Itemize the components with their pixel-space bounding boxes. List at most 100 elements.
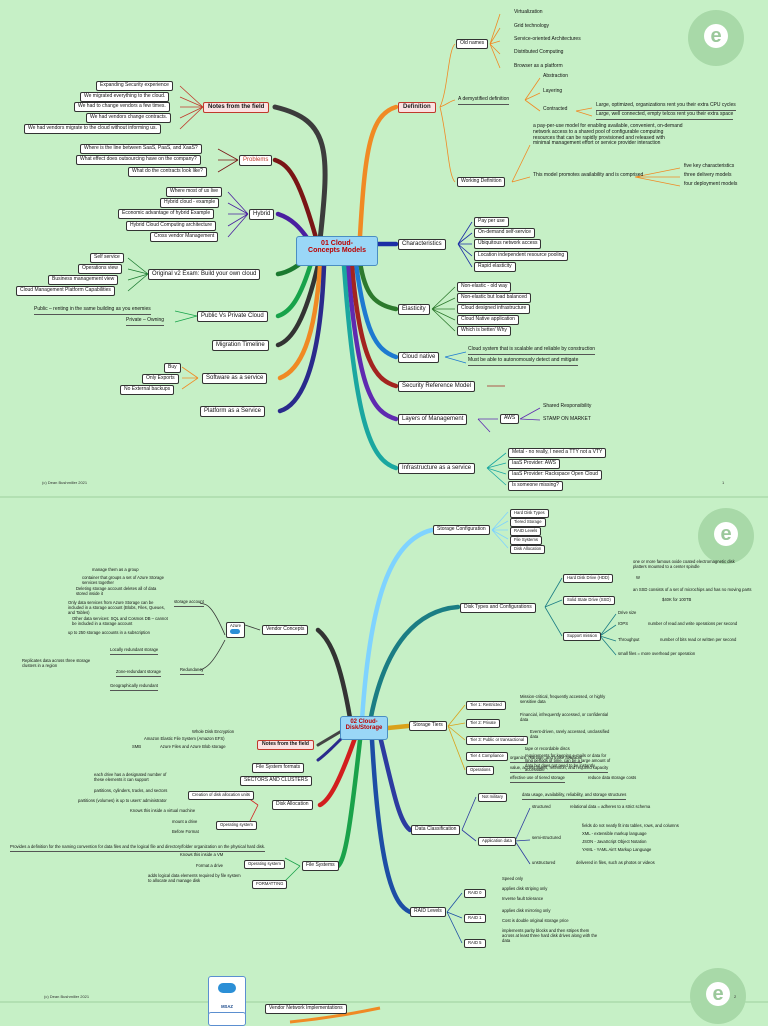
old-name-item: Distributed Computing [514,49,564,55]
vendor-concepts-node[interactable]: Vendor Concepts [262,625,309,635]
tier-node[interactable]: Tier 2: Private [466,719,500,728]
tier-text: Financial, infrequently accessed, or con… [520,712,608,722]
fs-os-item: Format a drive [196,863,223,868]
azure-node[interactable]: Azure [226,622,245,638]
tier-node[interactable]: Tier 4 Compliance [466,752,508,761]
migration-timeline-node[interactable]: Migration Timeline [212,340,269,351]
storage-config-item: Disk Allocation [510,545,546,554]
demystified-node[interactable]: A demystified definition [458,96,510,105]
data-classification-node[interactable]: Data Classification [411,825,461,835]
demystified-item: Contracted [543,106,568,112]
hybrid-node[interactable]: Hybrid [249,209,275,220]
operating-system-node[interactable]: Operating system [216,821,257,830]
characteristics-node[interactable]: Characteristics [398,239,446,250]
contracted-item: Large, optimized, organizations rent you… [596,102,736,111]
semi-item: JSON - JavaScript Object Notation [582,839,647,844]
disk-allocation-node[interactable]: Disk Allocation [272,800,313,810]
raid-level-node[interactable]: RAID 5 [464,939,486,948]
iops-text: number of read and write operations per … [648,621,738,626]
fs-operating-system-node[interactable]: Operating system [244,860,285,869]
saas-item: No External backups [120,385,175,395]
disk-types-node[interactable]: Disk Types and Configurations [460,603,536,613]
definition-node[interactable]: Definition [398,102,436,113]
tier-node[interactable]: Tier 1: Restricted [466,701,506,710]
file-systems-node[interactable]: File Systems [302,861,339,871]
elasticity-item: Non-elastic but load balanced [457,293,531,303]
old-names-node[interactable]: Old names [456,39,489,49]
problems-node[interactable]: Problems [239,155,273,166]
raid-level-node[interactable]: RAID 1 [464,914,486,923]
characteristic-item: Rapid elasticity [474,262,516,272]
characteristic-item: Location independent resource pooling [474,251,569,261]
reduce-costs-text: reduce data storage costs [588,775,637,780]
vendor-network-node[interactable]: Vendor Network Implementations [265,1004,347,1014]
exam-node[interactable]: Original v2 Exam: Build your own cloud [148,269,261,280]
raid-level-node[interactable]: RAID 0 [464,889,486,898]
exam-item: Cloud Management Platform Capabilities [16,286,115,296]
security-reference-model-node[interactable]: Security Reference Model [398,381,476,392]
raid-item: implements parity blocks and then stripe… [502,928,598,943]
saas-item: Only Exports [142,374,179,384]
raid-item: Inverse fault tolerance [502,896,544,901]
characteristic-item: Pay per use [474,217,509,227]
ssd-node[interactable]: Solid State Drive (SSD) [563,596,615,605]
not-military-node[interactable]: Not military [478,793,507,802]
formatting-node[interactable]: FORMATTING [252,880,288,889]
redundancy-item: Zone-redundant storage [116,669,161,677]
semi-item: XML - extensible markup language [582,831,647,836]
hdd-node[interactable]: Hard Disk Drive (HDD) [563,574,614,583]
alloc-units-node[interactable]: Creation of disk allocation units [188,791,254,800]
storage-tiers-node[interactable]: Storage Tiers [409,721,447,731]
sectors-clusters-node[interactable]: SECTORS AND CLUSTERS [240,776,312,786]
tier-node[interactable]: Operations [466,766,495,775]
raid-item: Cost is double original storage price [502,918,569,923]
cloud-native-node[interactable]: Cloud native [398,352,440,363]
pvp-item: Public – renting in the same building as… [34,306,151,315]
characteristic-item: Ubiquitous network access [474,239,542,249]
notes-from-field-node[interactable]: Notes from the field [257,740,314,750]
tier-node[interactable]: Tier 3: Public or transactional [466,736,529,745]
elasticity-node[interactable]: Elasticity [398,304,430,315]
watermark-logo-icon: e [690,968,746,1024]
raid-item: applies disk mirroring only [502,908,551,913]
storage-configuration-node[interactable]: Storage Configuration [433,525,490,535]
semistructured-label: semi-structured [532,835,561,840]
alloc-item: partitions (volumes) is up to users' adm… [78,798,167,803]
iaas-node[interactable]: Infrastructure as a service [398,463,476,474]
notes-from-field-node[interactable]: Notes from the field [203,102,270,113]
raid-item: applies disk striping only [502,886,548,891]
old-name-item: Grid technology [514,23,550,29]
application-data-node[interactable]: Application data [478,837,516,846]
fs-os-item: Knows this inside a VM [180,852,224,857]
support-mission-node[interactable]: Support mission [563,632,602,641]
note-item: We had vendors change contracts. [86,113,172,123]
file-system-formats-node[interactable]: File System formats [252,763,305,773]
central-topic: 02 Cloud- Disk/Storage [340,716,388,740]
platform-as-service-node[interactable]: Platform as a Service [200,406,266,417]
public-vs-private-node[interactable]: Public Vs Private Cloud [197,311,268,322]
iaas-item: IaaS Provider: Rackspace Open Cloud [508,470,602,480]
iaas-item: IaaS Provider: AWS [508,459,560,469]
software-as-service-node[interactable]: Software as a service [202,373,268,384]
layers-of-management-node[interactable]: Layers of Management [398,414,468,425]
msaz-label: MSAZ [221,1004,233,1009]
operations-item-1: organize, manage, and make available [510,755,582,763]
alloc-item: partitions, cylinders, tracks, and secto… [94,788,168,793]
storage-account-item: up to 250 storage accounts in a subscrip… [68,630,150,635]
elasticity-item: Which is better/ Why [457,326,511,336]
elasticity-item: Cloud designed infrastructure [457,304,531,314]
aws-node[interactable]: AWS [500,414,520,424]
alloc-item: each drive has a designated number of th… [94,772,167,782]
working-definition-node[interactable]: Working Definition [457,177,506,187]
storage-account-item: container that groups a set of Azure Sto… [82,575,164,585]
old-name-item: Virtualization [514,9,543,15]
unstructured-text: delivered in files, such as photos or vi… [576,860,655,865]
unstructured-label: unstructured [532,860,556,865]
zone-redundant-text: Replicates data across three storage clu… [22,658,91,668]
storage-account-item: manage them as a group [92,567,139,572]
msaz-tile[interactable]: MSAZ [208,976,246,1016]
cloud-icon [230,628,241,634]
contracted-item: Large, well connected, empty telcos rent… [596,111,734,120]
semi-item: fields do not neatly fit into tables, ro… [582,823,679,828]
raid-levels-node[interactable]: RAID Levels [410,907,446,917]
